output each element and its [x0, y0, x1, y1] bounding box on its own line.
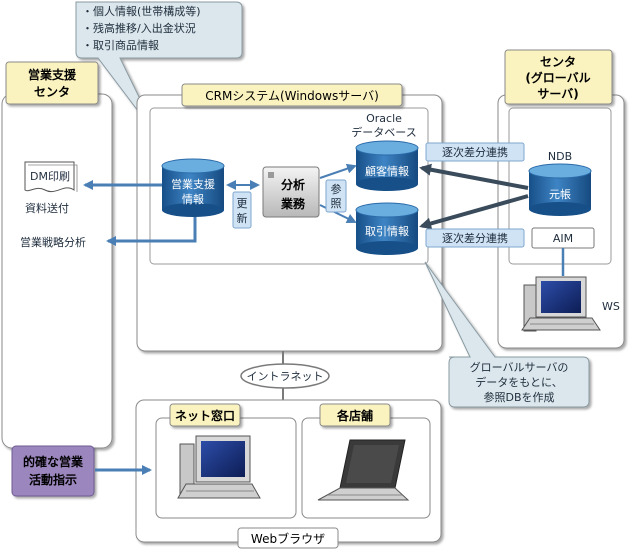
instruction-line2: 活動指示 [29, 472, 77, 487]
dm-print-label: DM印刷 [30, 170, 70, 183]
transaction-db: 取引情報 [355, 202, 419, 255]
top-callout-line1: ・個人情報(世帯構成等) [82, 4, 201, 18]
update-tag [232, 191, 252, 229]
sales-support-db: 営業支援 情報 [161, 158, 225, 217]
arrow-to-strategy [106, 210, 197, 246]
top-callout-line2: ・残高推移/入出金状況 [82, 21, 196, 35]
crm-title: CRMシステム(Windowsサーバ) [205, 89, 379, 103]
stores-label: 各店舗 [336, 408, 373, 423]
net-window-label: ネット窓口 [175, 408, 235, 423]
sync-tag-1 [425, 142, 525, 162]
analysis-to-customer-arrow [319, 163, 357, 179]
transaction-label: 取引情報 [365, 224, 409, 238]
analysis-line2: 業務 [280, 196, 306, 211]
eigyo-center-title-line1: 営業支援 [28, 67, 77, 82]
top-callout-line3: ・取引商品情報 [82, 38, 159, 52]
net-window-title-box [169, 403, 241, 427]
desktop-pc-icon [177, 435, 261, 499]
top-callout: ・個人情報(世帯構成等) ・残高推移/入出金状況 ・取引商品情報 [75, 1, 243, 141]
bottom-callout-line3: 参照DBを作成 [483, 390, 554, 404]
customer-label: 顧客情報 [365, 164, 409, 178]
update-char1: 更 [237, 197, 248, 210]
instruction-box [11, 445, 95, 497]
ws-label: WS [602, 300, 620, 313]
sales-support-line1: 営業支援 [171, 177, 215, 191]
material-send-label: 資料送付 [25, 201, 69, 215]
oracle-label-line1: Oracle [366, 112, 402, 125]
intranet-ellipse [240, 363, 330, 389]
instruction-line1: 的確な営業 [23, 454, 84, 469]
sales-support-line2: 情報 [182, 193, 204, 206]
ndb-label: NDB [548, 150, 572, 163]
reference-char1: 参 [331, 182, 342, 196]
analysis-box: 分析 業務 [262, 166, 320, 218]
customer-db: 顧客情報 [355, 140, 419, 191]
laptop-icon [317, 439, 410, 501]
crm-title-box [181, 83, 403, 107]
eigyo-center-panel: 営業支援 センタ DM印刷 資料送付 営業戦略分析 [1, 61, 113, 449]
oracle-label-line2: データベース [351, 125, 416, 139]
web-browser-label: Webブラウザ [251, 531, 325, 546]
sync-arrow-customer [419, 163, 529, 190]
center-title-line2: (グローバル [525, 70, 590, 85]
aim-label: AIM [553, 232, 573, 245]
ledger-label: 元帳 [549, 187, 571, 201]
center-title-box [504, 49, 613, 105]
sync-label-2: 逐次差分連携 [442, 231, 508, 245]
ws-computer-icon [521, 276, 601, 332]
stores-title-box [319, 403, 391, 427]
sales-strategy-label: 営業戦略分析 [20, 235, 86, 249]
sync-label-1: 逐次差分連携 [442, 145, 508, 159]
bottom-callout-line2: データをもとに、 [475, 375, 562, 389]
ledger-db: 元帳 [528, 163, 592, 216]
reference-char2: 照 [331, 197, 342, 210]
update-char2: 新 [237, 211, 248, 225]
center-title-line3: サーバ) [537, 87, 578, 101]
intranet-label: イントラネット [247, 370, 324, 383]
sync-tag-2 [425, 228, 525, 248]
eigyo-center-title-box [5, 61, 99, 105]
bottom-callout-line1: グローバルサーバの [470, 360, 569, 374]
reference-tag [325, 179, 347, 213]
analysis-line1: 分析 [281, 177, 305, 192]
sync-arrow-transaction [419, 194, 529, 230]
bottom-callout: グローバルサーバの データをもとに、 参照DBを作成 [424, 261, 590, 408]
document-icon [24, 161, 78, 193]
web-browser-title-box [237, 527, 339, 549]
center-title-line1: センタ [540, 55, 576, 69]
eigyo-center-title-line2: センタ [34, 85, 70, 99]
